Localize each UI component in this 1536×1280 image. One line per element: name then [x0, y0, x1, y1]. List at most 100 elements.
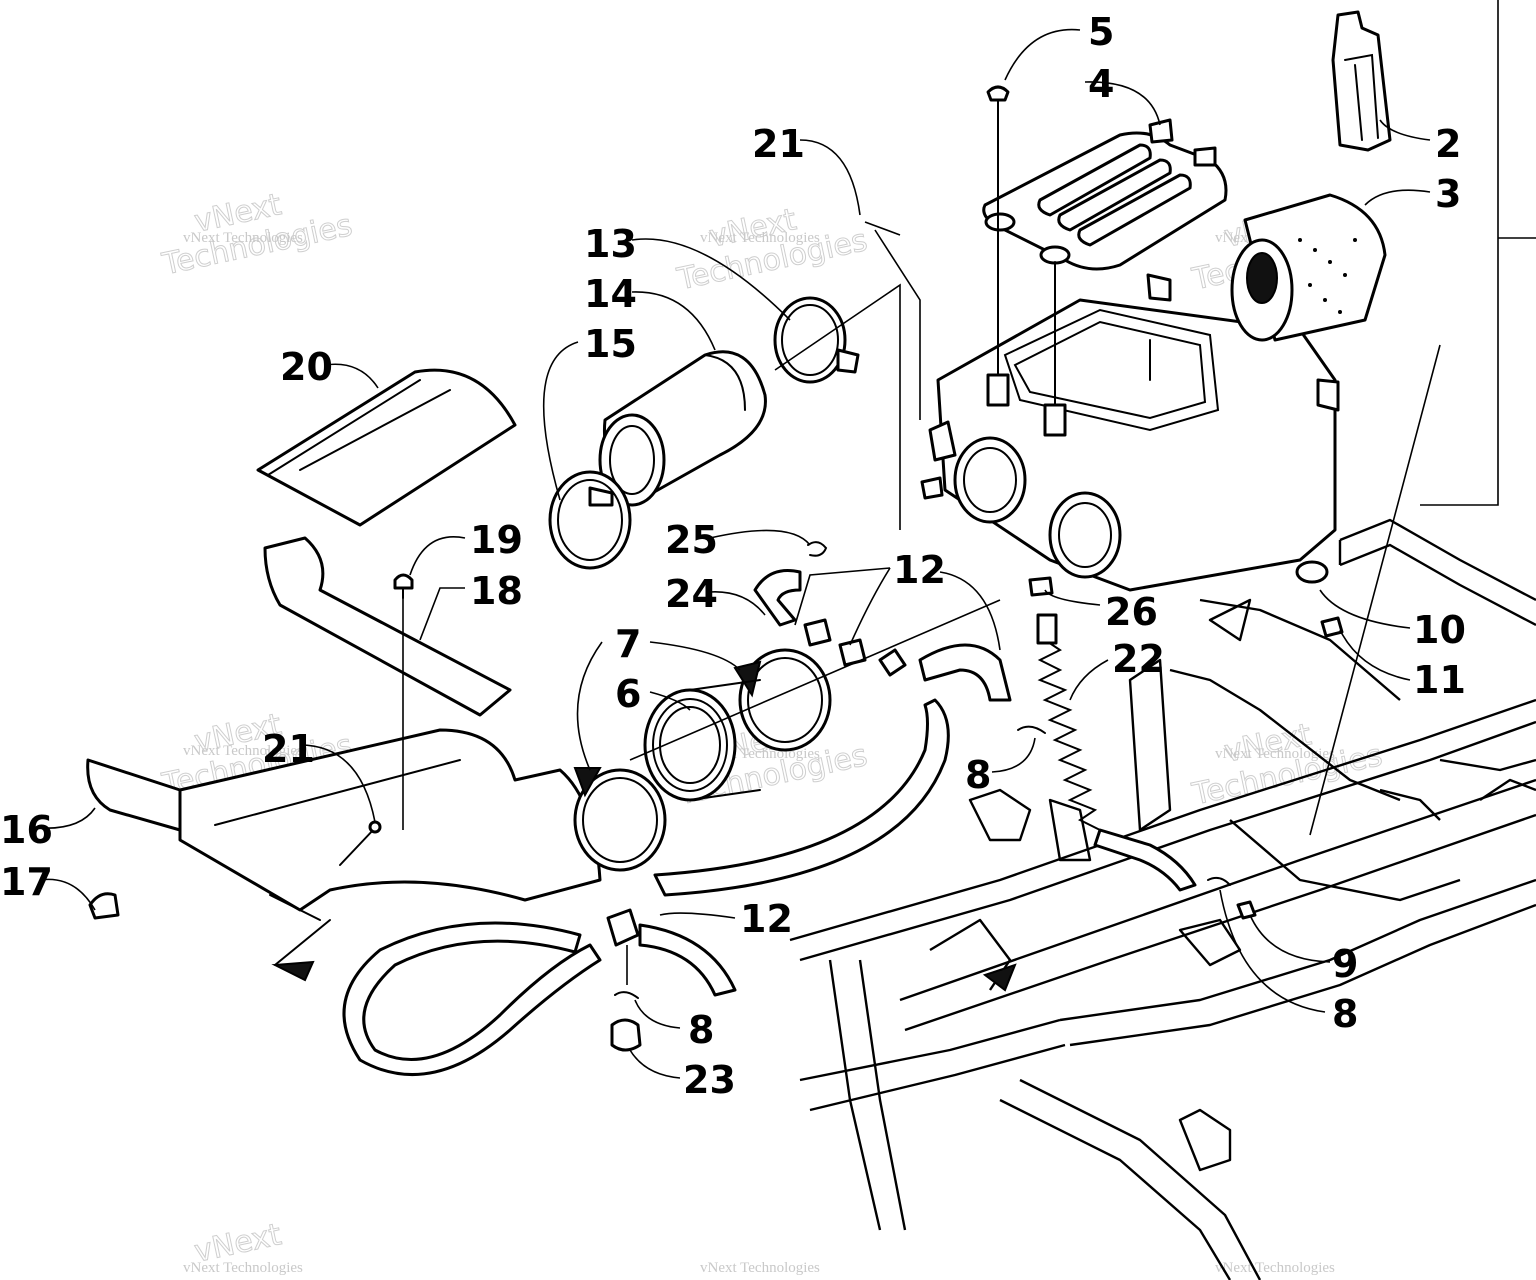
leader-18: [419, 587, 465, 641]
leader-10: [1319, 589, 1411, 629]
frame-bolt-tab: [1208, 598, 1252, 642]
filter-perforation: [1323, 298, 1327, 302]
cap-body: [610, 1018, 642, 1052]
clip-ring-lower: [614, 991, 639, 999]
frame-rail-lower: [1059, 878, 1536, 1022]
callout-24: 24: [665, 572, 718, 616]
pad-body: [256, 368, 517, 527]
part-7-clamp-left: [573, 767, 667, 872]
callout-6: 6: [615, 672, 641, 716]
callout-13: 13: [584, 222, 637, 266]
filter-element-edge: [1344, 53, 1379, 139]
clip-ring-right: [1207, 876, 1231, 886]
spring-fitting: [1036, 613, 1058, 645]
boot-bottom-edge: [689, 789, 761, 801]
frame-plate: [1128, 658, 1172, 832]
callout-21-lower: 21: [262, 727, 315, 771]
plug-body: [1236, 900, 1257, 920]
part-26-clip: [1028, 576, 1054, 597]
frame-mount-tab: [968, 788, 1032, 842]
part-7-clamp-right: [733, 648, 832, 752]
pad-edge: [267, 379, 421, 476]
callout-25: 25: [665, 518, 718, 562]
callout-2: 2: [1435, 122, 1461, 166]
leader-14: [631, 291, 716, 351]
clip-ring-upper: [1017, 725, 1046, 734]
callout-7: 7: [615, 622, 641, 666]
frame-bracket: [1199, 598, 1401, 701]
part-2-filter-element: [1331, 10, 1392, 152]
frame-side-rail-end: [1379, 788, 1441, 821]
watermark-small-text: vNext Technologies: [700, 1260, 820, 1276]
cover-tab-2: [1193, 146, 1217, 167]
cover-slot-3: [1077, 173, 1192, 247]
clamp-ring-inner: [557, 479, 623, 561]
frame-side-rail: [1169, 668, 1401, 802]
frame-rail-upper: [789, 698, 1536, 942]
part-13-clamp-upper: [773, 296, 860, 384]
clip-body: [88, 892, 120, 920]
hose-tail: [638, 923, 737, 997]
grommet-body: [1295, 560, 1329, 584]
leader-20: [324, 363, 379, 389]
callout-9: 9: [1332, 942, 1358, 986]
airbox-tab-top: [1146, 273, 1172, 302]
part-12-hose-upper: [753, 569, 1012, 702]
frame-leg-left-inner: [858, 959, 907, 1231]
watermark-small-text: vNext Technologies: [700, 230, 820, 246]
airbox-post-right: [1043, 403, 1067, 437]
boot-opening-inner: [609, 425, 655, 495]
watermark-small-text: vNext Technologies: [183, 743, 303, 759]
callout-12-upper: 12: [893, 548, 946, 592]
leader-7-a: [649, 641, 741, 671]
clip-ring: [807, 541, 828, 557]
tee-fitting: [606, 908, 640, 947]
leader-12-c: [939, 571, 1001, 651]
callout-18: 18: [470, 569, 523, 613]
callout-10: 10: [1413, 608, 1466, 652]
clamp-ring-inner: [747, 657, 823, 743]
part-9-plug: [1236, 900, 1257, 920]
part-12-hose-lower: [342, 698, 950, 1077]
front-arrow-marker-left: [271, 960, 315, 982]
callout-19: 19: [470, 518, 523, 562]
part-3-filter-cylinder: [1230, 193, 1387, 342]
filter-perforation: [1328, 260, 1332, 264]
filter-cylinder-hole: [1246, 252, 1278, 304]
leader-24: [709, 591, 766, 616]
leader-21-upper: [799, 139, 861, 216]
hose-connector: [838, 638, 867, 667]
part-15-clamp-lower: [548, 470, 632, 570]
part-23-cap: [610, 1018, 642, 1052]
part-4-airbox-cover: [982, 118, 1228, 271]
spring-coil: [1037, 639, 1101, 831]
frame-cross-lower: [799, 1018, 1061, 1082]
nut-body: [1320, 616, 1344, 638]
airbox-outlet-lower-inner: [1058, 502, 1112, 568]
part-19-rivet: [393, 573, 414, 599]
callout-8-right: 8: [1332, 992, 1358, 1036]
leader-12-lower: [659, 912, 736, 919]
watermark-top-left: Technologies vNext: [158, 187, 356, 283]
callout-8-lower: 8: [688, 1008, 714, 1052]
callout-21-upper: 21: [752, 122, 805, 166]
leader-2: [1379, 119, 1431, 141]
clamp-ring: [548, 470, 632, 570]
cover-slot-1: [1037, 143, 1152, 217]
hose-24-elbow: [753, 569, 802, 627]
callout-4: 4: [1088, 62, 1114, 106]
front-arrow-marker: [982, 963, 1017, 992]
leader-17: [39, 878, 96, 911]
airbox-housing: [920, 273, 1340, 592]
airbox-tab-left: [928, 420, 957, 462]
leader-19: [409, 536, 466, 576]
airbox-outlet-upper-inner: [963, 447, 1017, 513]
callout-23: 23: [683, 1058, 736, 1102]
guide-line-6: [629, 599, 1001, 761]
duct-ridge: [214, 759, 461, 826]
frame-diagonal-lower-inner: [1019, 1078, 1262, 1280]
callout-labels: 5 4 2 3 21 13 14 15 20 19 18 25 24 12 26…: [0, 10, 1466, 1102]
leader-13: [631, 238, 791, 321]
part-20-pad: [256, 368, 517, 527]
callout-26: 26: [1105, 590, 1158, 634]
